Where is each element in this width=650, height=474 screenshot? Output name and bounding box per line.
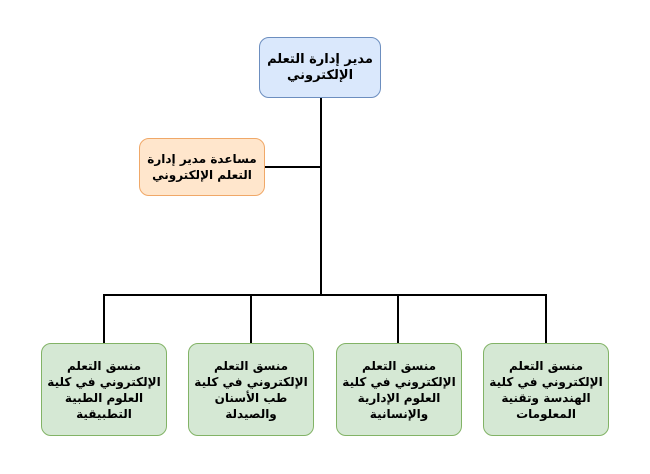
node-line: منسق التعلم [361, 358, 437, 373]
node-line: والصيدلة [225, 406, 277, 421]
coordinator-node-dentistry-pharmacy: منسق التعلم الإلكتروني في كلية طب الأسنا… [188, 343, 314, 436]
node-line: مدير إدارة التعلم [267, 51, 373, 67]
node-line: العلوم الطبية [64, 390, 144, 405]
node-line: الإلكتروني في كلية [47, 374, 161, 389]
node-line: مساعدة مدير إدارة [147, 152, 257, 166]
node-line: منسق التعلم [66, 358, 142, 373]
node-line: منسق التعلم [213, 358, 289, 373]
node-line: العلوم الإدارية [357, 390, 441, 405]
connector-drop-2 [250, 294, 252, 343]
coordinator-node-engineering-it: منسق التعلم الإلكتروني في كلية الهندسة و… [483, 343, 609, 436]
node-line: منسق التعلم [508, 358, 584, 373]
node-line: والإنسانية [369, 406, 429, 421]
node-line: الإلكتروني في كلية [194, 374, 308, 389]
connector-assistant [265, 166, 321, 168]
coordinator-node-administrative-humanities: منسق التعلم الإلكتروني في كلية العلوم ال… [336, 343, 462, 436]
node-line: التطبيقية [76, 406, 132, 421]
node-line: الهندسة وتقنية [501, 390, 591, 405]
director-node: مدير إدارة التعلم الإلكتروني [259, 37, 381, 98]
connector-drop-4 [545, 294, 547, 343]
connector-drop-3 [397, 294, 399, 343]
node-line: الإلكتروني [286, 67, 354, 83]
connector-horizontal-bar [103, 294, 547, 296]
node-line: الإلكتروني في كلية [342, 374, 456, 389]
connector-main-vertical [320, 98, 322, 296]
node-line: الإلكتروني في كلية [489, 374, 603, 389]
node-line: المعلومات [516, 406, 576, 421]
coordinator-node-applied-medical-sciences: منسق التعلم الإلكتروني في كلية العلوم ال… [41, 343, 167, 436]
node-line: التعلم الإلكتروني [152, 168, 252, 182]
connector-drop-1 [103, 294, 105, 343]
assistant-node: مساعدة مدير إدارة التعلم الإلكتروني [139, 138, 265, 196]
node-line: طب الأسنان [214, 390, 288, 405]
